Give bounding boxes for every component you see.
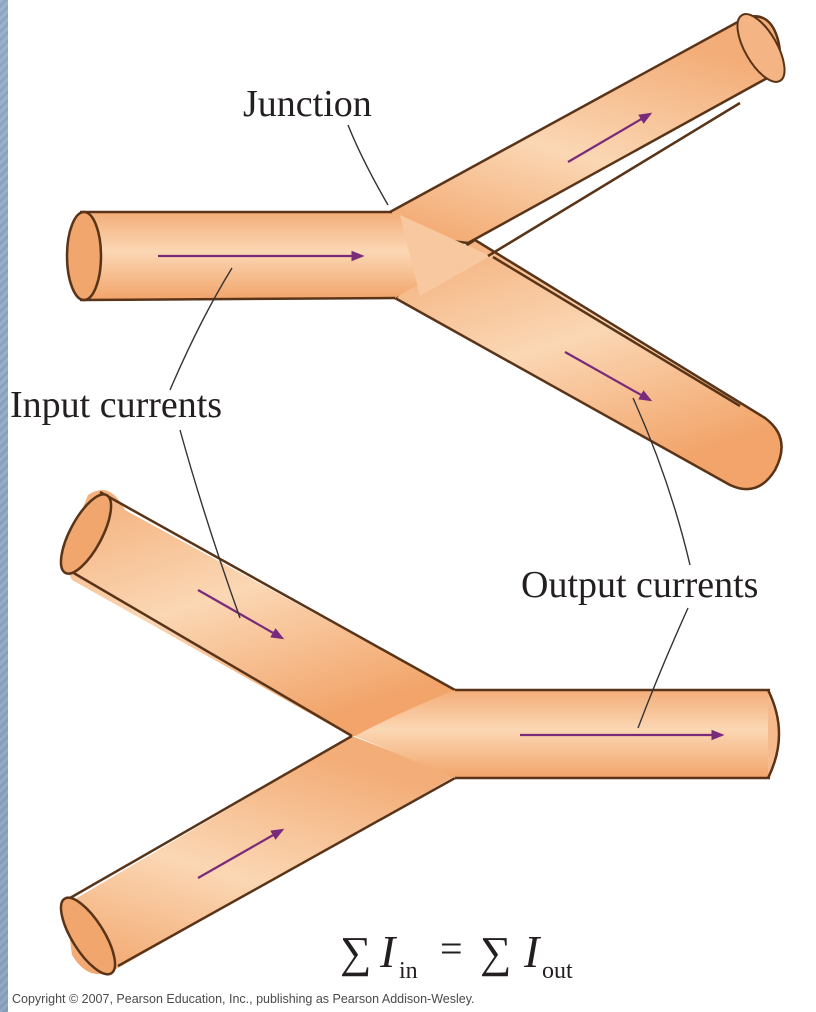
equals-sign: = (440, 926, 463, 971)
current-out: I (523, 926, 542, 977)
figure-panel: Junction Input currents Output currents … (8, 0, 816, 1012)
bottom-junction (51, 488, 779, 982)
bottom-upper-input-pipe (65, 490, 455, 740)
sigma-out: ∑ (480, 928, 511, 977)
subscript-in: in (399, 958, 418, 984)
input-currents-label: Input currents (10, 384, 222, 426)
output-currents-label: Output currents (521, 564, 758, 606)
bottom-lower-input-pipe (65, 736, 455, 974)
kirchhoff-equation: ∑ I in = ∑ I out (340, 926, 573, 984)
current-in: I (379, 926, 398, 977)
junction-label: Junction (243, 83, 372, 125)
copyright-notice: Copyright © 2007, Pearson Education, Inc… (12, 992, 475, 1006)
top-upper-output-pipe (390, 16, 780, 243)
sigma-in: ∑ (340, 928, 371, 977)
bottom-output-end (768, 690, 779, 778)
current-junction-diagram: Junction Input currents Output currents … (8, 0, 816, 1012)
top-input-end-cap (67, 212, 101, 300)
subscript-out: out (542, 958, 573, 984)
junction-leader (348, 125, 388, 205)
